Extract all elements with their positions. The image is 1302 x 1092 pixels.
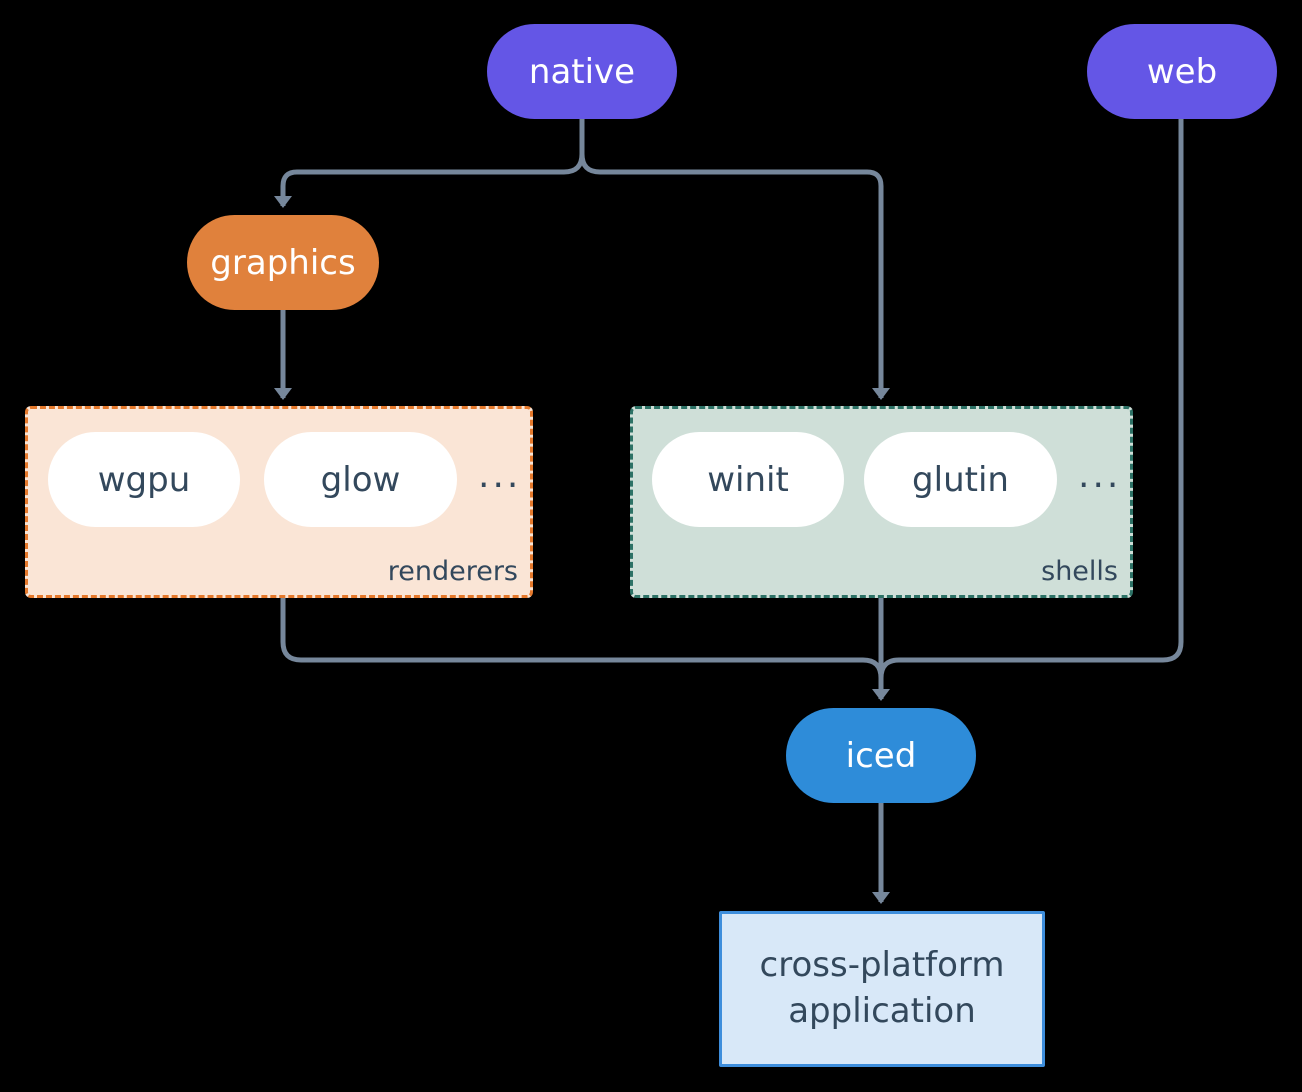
node-iced-label: iced	[845, 735, 917, 776]
node-native: native	[487, 24, 677, 119]
node-winit-label: winit	[707, 459, 789, 500]
node-winit: winit	[652, 432, 844, 527]
edge-native-to-graphics	[274, 119, 585, 208]
renderers-ellipsis: ...	[478, 455, 522, 496]
shells-ellipsis: ...	[1078, 455, 1122, 496]
node-glutin-label: glutin	[912, 459, 1009, 500]
node-native-label: native	[528, 51, 636, 92]
node-graphics: graphics	[187, 215, 379, 310]
group-shells-label: shells	[1041, 556, 1118, 587]
node-iced: iced	[786, 708, 976, 803]
application-label-line2: application	[788, 991, 976, 1031]
node-cross-platform-application: cross-platform application	[719, 911, 1045, 1067]
application-label-line1: cross-platform	[759, 945, 1005, 986]
node-wgpu-label: wgpu	[97, 459, 191, 500]
edge-renderers-to-iced	[280, 596, 884, 679]
node-web: web	[1087, 24, 1277, 119]
node-web-label: web	[1146, 51, 1218, 92]
edge-native-to-shells	[579, 119, 890, 400]
group-renderers-label: renderers	[387, 556, 518, 587]
node-glow-label: glow	[320, 459, 401, 500]
node-wgpu: wgpu	[48, 432, 240, 527]
node-glow: glow	[264, 432, 457, 527]
node-glutin: glutin	[864, 432, 1057, 527]
node-graphics-label: graphics	[210, 242, 356, 283]
